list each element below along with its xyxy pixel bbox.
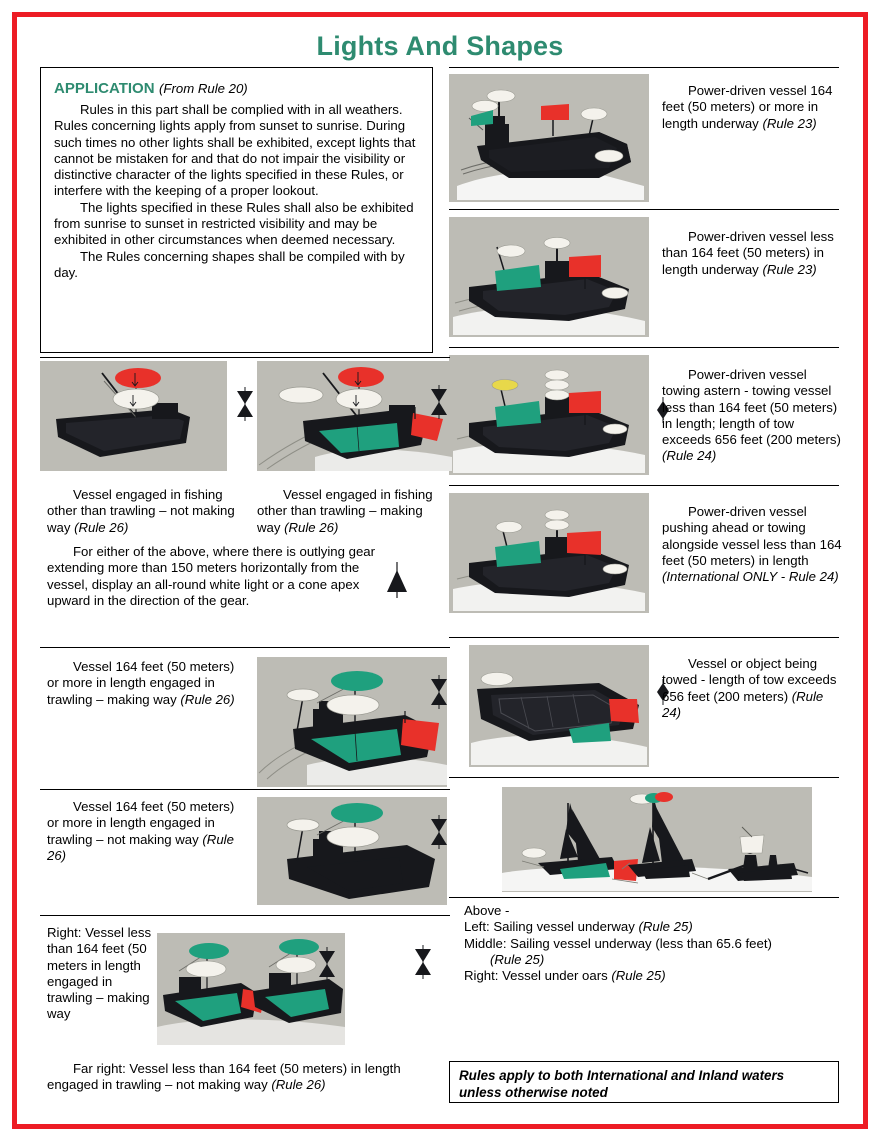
label-text: Power-driven vessel less than 164 feet (… bbox=[662, 229, 834, 277]
label-outlying-gear: For either of the above, where there is … bbox=[47, 544, 376, 608]
divider-right-5 bbox=[449, 637, 839, 638]
image-sailing-vessels-and-oars bbox=[502, 787, 812, 892]
label-trawling-164-making-way: Vessel 164 feet (50 meters) or more in l… bbox=[47, 659, 235, 707]
label-trawling-small-right: Right: Vessel less than 164 feet (50 met… bbox=[47, 925, 152, 1022]
image-power-driven-pushing-ahead bbox=[449, 493, 649, 613]
application-box: APPLICATION (From Rule 20) Rules in this… bbox=[40, 67, 433, 353]
footer-note-text: Rules apply to both International and In… bbox=[459, 1068, 785, 1100]
image-power-driven-less-164 bbox=[449, 217, 649, 337]
diamond-shape-towing bbox=[657, 397, 669, 423]
application-paragraph-1: Rules in this part shall be complied wit… bbox=[54, 102, 416, 199]
application-heading-row: APPLICATION (From Rule 20) bbox=[54, 80, 419, 102]
divider-sailing-bottom bbox=[449, 897, 839, 898]
label-fishing-not-making-way: Vessel engaged in fishing other than tra… bbox=[47, 487, 235, 535]
divider-left-1 bbox=[40, 357, 450, 358]
sailing-line-middle-rule: (Rule 25) bbox=[490, 951, 545, 967]
label-rule: (International ONLY - Rule 24) bbox=[662, 569, 839, 585]
label-power-driven-towing-astern: Power-driven vessel towing astern - towi… bbox=[662, 367, 842, 465]
two-cones-shape-small-trawler-right bbox=[415, 945, 431, 979]
image-power-driven-164-or-more bbox=[449, 74, 649, 202]
divider-right-6 bbox=[449, 777, 839, 778]
image-power-driven-towing-astern bbox=[449, 355, 649, 475]
two-cones-shape-small-trawler-left bbox=[319, 947, 335, 981]
two-cones-shape-fishing-underway bbox=[431, 385, 447, 419]
label-power-driven-164-or-more: Power-driven vessel 164 feet (50 meters)… bbox=[662, 83, 842, 132]
label-text: Power-driven vessel pushing ahead or tow… bbox=[662, 504, 842, 568]
divider-left-4 bbox=[40, 915, 450, 916]
two-cones-shape-trawling-not-making-way bbox=[431, 815, 447, 849]
divider-right-1 bbox=[449, 67, 839, 68]
poster-inner: Lights And Shapes APPLICATION (From Rule… bbox=[17, 17, 863, 1124]
sailing-line-right: Right: Vessel under oars (Rule 25) bbox=[464, 968, 666, 984]
image-vessel-being-towed bbox=[469, 645, 649, 767]
label-rule: (Rule 24) bbox=[662, 448, 717, 464]
label-sailing-panel: Above - Left: Sailing vessel underway (R… bbox=[464, 903, 844, 984]
image-fishing-vessel-underway bbox=[257, 361, 452, 471]
label-text: Power-driven vessel 164 feet (50 meters)… bbox=[662, 83, 833, 131]
label-text: Vessel or object being towed - length of… bbox=[662, 656, 837, 704]
two-cones-shape-fishing-stopped bbox=[237, 387, 253, 421]
sailing-line-above: Above - bbox=[464, 903, 510, 918]
divider-right-3 bbox=[449, 347, 839, 348]
application-paragraph-2: The lights specified in these Rules shal… bbox=[54, 199, 414, 248]
label-rule: (Rule 24) bbox=[662, 688, 824, 720]
image-trawler-not-making-way bbox=[257, 797, 447, 905]
divider-left-3 bbox=[40, 789, 450, 790]
divider-left-2 bbox=[40, 647, 450, 648]
label-rule: (Rule 23) bbox=[762, 115, 817, 131]
footer-note-box: Rules apply to both International and In… bbox=[449, 1061, 839, 1103]
sailing-line-left: Left: Sailing vessel underway (Rule 25) bbox=[464, 919, 693, 935]
page-title: Lights And Shapes bbox=[316, 31, 564, 61]
label-trawling-164-not-making-way: Vessel 164 feet (50 meters) or more in l… bbox=[47, 799, 235, 863]
application-paragraph-3: The Rules concerning shapes shall be com… bbox=[54, 248, 405, 280]
label-trawling-small-far-right: Far right: Vessel less than 164 feet (50… bbox=[47, 1061, 401, 1093]
label-rule: (Rule 23) bbox=[762, 261, 817, 277]
label-vessel-being-towed: Vessel or object being towed - length of… bbox=[662, 656, 842, 721]
image-trawler-making-way bbox=[257, 657, 447, 787]
divider-right-4 bbox=[449, 485, 839, 486]
two-cones-shape-trawling-making-way bbox=[431, 675, 447, 709]
label-power-driven-pushing-ahead: Power-driven vessel pushing ahead or tow… bbox=[662, 504, 842, 585]
sailing-line-middle: Middle: Sailing vessel underway (less th… bbox=[464, 935, 772, 951]
application-heading: APPLICATION bbox=[54, 80, 155, 97]
label-text: Power-driven vessel towing astern - towi… bbox=[662, 367, 841, 448]
red-border-frame: Lights And Shapes APPLICATION (From Rule… bbox=[12, 12, 868, 1129]
image-fishing-vessel-stopped bbox=[40, 361, 227, 471]
diamond-shape-towed bbox=[657, 679, 669, 705]
application-rule-ref: (From Rule 20) bbox=[159, 81, 248, 96]
cone-apex-up-shape bbox=[387, 562, 407, 598]
divider-right-2 bbox=[449, 209, 839, 210]
label-power-driven-less-164: Power-driven vessel less than 164 feet (… bbox=[662, 229, 842, 278]
image-two-small-trawlers bbox=[157, 933, 345, 1045]
label-fishing-making-way: Vessel engaged in fishing other than tra… bbox=[257, 487, 433, 535]
